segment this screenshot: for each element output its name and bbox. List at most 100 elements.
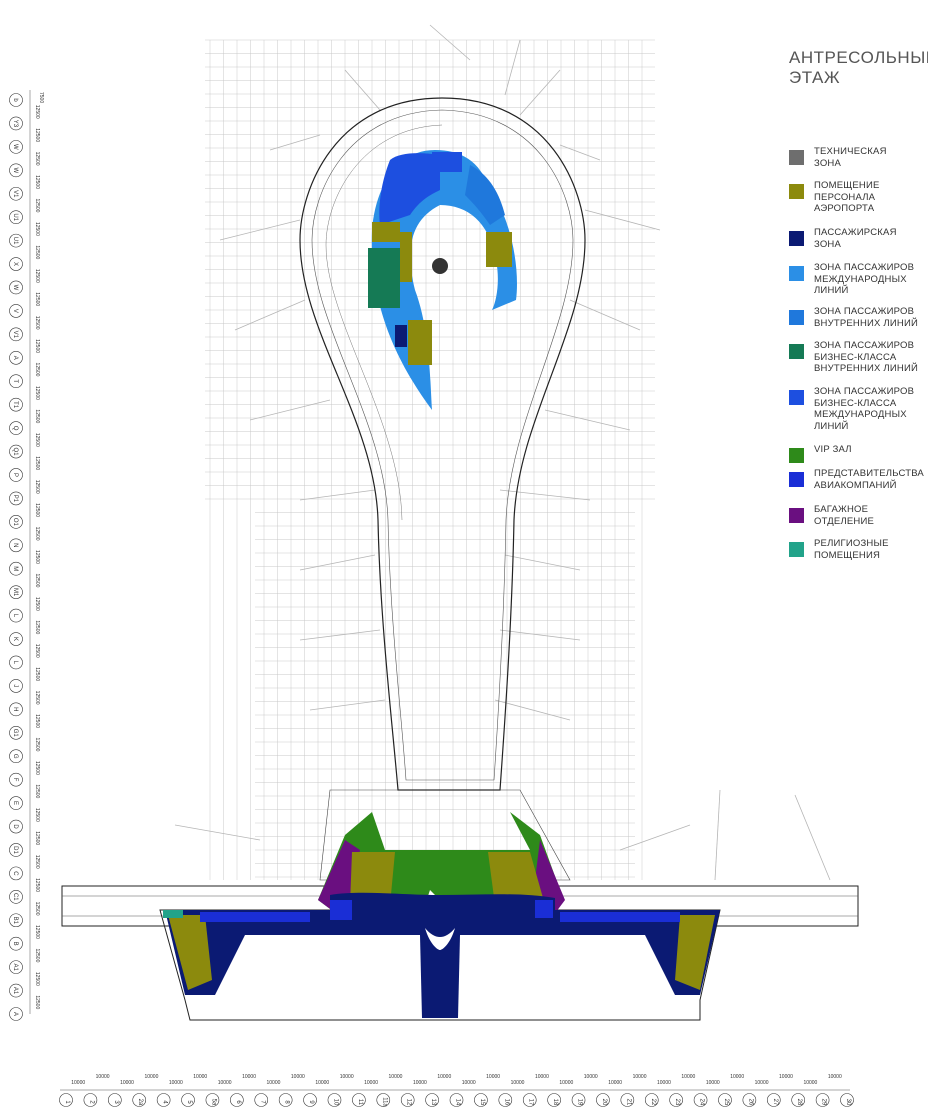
axis-spacing-label: 12500 <box>34 503 40 517</box>
axis-bubble <box>9 655 23 670</box>
axis-bubble <box>425 1093 439 1107</box>
axis-bubble <box>449 1093 464 1107</box>
axis-bubble-label: H <box>12 707 18 711</box>
plan-title: АНТРЕСОЛЬНЫЙ ЭТАЖ <box>789 48 928 88</box>
axis-bubble <box>9 468 23 482</box>
axis-bubble-label: 19 <box>577 1099 583 1106</box>
legend-item: ПАССАЖИРСКАЯ ЗОНА <box>789 227 897 250</box>
axis-bubble <box>9 421 23 435</box>
axis-spacing-label: 12500 <box>34 714 40 728</box>
legend-label: ПРЕДСТАВИТЕЛЬСТВА АВИАКОМПАНИЙ <box>814 468 924 491</box>
axis-bubble <box>9 304 23 318</box>
axis-bubble-label: 11a <box>381 1097 387 1107</box>
axis-bubble-label: M1 <box>12 588 18 597</box>
axis-spacing-label: 12500 <box>34 878 40 892</box>
axis-bubble <box>9 819 23 834</box>
axis-bubble-label: M <box>12 566 18 571</box>
axis-bubble <box>669 1093 683 1107</box>
axis-bubble-label: B <box>12 942 18 946</box>
axis-spacing-label: 12500 <box>34 550 40 564</box>
axis-bubble-label: 3 <box>113 1100 119 1104</box>
axis-bubble <box>9 327 23 342</box>
axis-bubble-label: 15 <box>479 1099 485 1106</box>
axis-bubble <box>9 538 23 553</box>
axis-spacing-label: 12500 <box>34 128 40 142</box>
axis-bubble <box>522 1093 537 1107</box>
axis-bubble-label: Y3 <box>12 120 18 128</box>
legend-swatch <box>789 344 804 359</box>
axis-bubble <box>9 257 23 271</box>
axis-spacing-label: 12500 <box>34 316 40 330</box>
axis-bubble <box>9 702 23 717</box>
axis-bubble <box>9 632 23 646</box>
legend-item: ПРЕДСТАВИТЕЛЬСТВА АВИАКОМПАНИЙ <box>789 468 924 491</box>
legend-label: ЗОНА ПАССАЖИРОВ БИЗНЕС-КЛАССА ВНУТРЕННИХ… <box>814 340 919 374</box>
axis-spacing-label: 10000 <box>657 1080 671 1086</box>
axis-spacing-label: 10000 <box>218 1080 232 1086</box>
axis-bubble <box>596 1093 610 1107</box>
legend-swatch <box>789 448 804 463</box>
axis-bubble-label: 14 <box>455 1099 461 1106</box>
axis-bubble-label: C <box>12 871 18 876</box>
axis-bubble <box>254 1093 269 1107</box>
axis-bubble-label: 16 <box>503 1099 509 1106</box>
axis-bubble <box>9 350 23 365</box>
axis-spacing-label: 10000 <box>413 1080 427 1086</box>
legend-swatch <box>789 472 804 487</box>
legend-label: ЗОНА ПАССАЖИРОВ ВНУТРЕННИХ ЛИНИЙ <box>814 306 919 329</box>
axis-bubble <box>230 1093 244 1107</box>
axis-spacing-label: 10000 <box>779 1074 793 1080</box>
axis-spacing-label: 10000 <box>681 1074 695 1080</box>
axis-bubble <box>327 1093 342 1107</box>
axis-bubble-label: 27 <box>772 1099 778 1106</box>
axis-bubble-label: B1 <box>12 917 18 925</box>
axis-bubble-label: 23 <box>674 1099 680 1106</box>
axis-spacing-label: 12500 <box>34 480 40 494</box>
legend-label: ПАССАЖИРСКАЯ ЗОНА <box>814 227 897 250</box>
legend-label: ТЕХНИЧЕСКАЯ ЗОНА <box>814 146 887 169</box>
axis-bubble <box>840 1093 854 1107</box>
axis-spacing-label: 10000 <box>730 1074 744 1080</box>
axis-bubble-label: F <box>12 778 18 782</box>
axis-bubble-label: C1 <box>12 893 18 901</box>
legend-swatch <box>789 508 804 523</box>
axis-bubble-label: 20 <box>601 1099 607 1106</box>
axis-spacing-label: 12500 <box>34 644 40 658</box>
axis-bubble-label: Q1 <box>12 448 18 457</box>
axis-bubble <box>718 1093 732 1107</box>
axis-bubble-label: D <box>12 824 18 829</box>
axis-bubble <box>376 1093 391 1107</box>
axis-bubble-label: 5 <box>186 1100 192 1104</box>
legend-label: ПОМЕЩЕНИЕ ПЕРСОНАЛА АЭРОПОРТА <box>814 180 880 214</box>
axis-bubble <box>9 1007 23 1021</box>
axis-spacing-label: 12500 <box>34 573 40 587</box>
axis-spacing-label: 12500 <box>34 831 40 845</box>
axis-spacing-label: 12500 <box>34 245 40 259</box>
axis-bubble <box>205 1093 220 1107</box>
axis-spacing-label: 10000 <box>828 1074 842 1080</box>
axis-bubble-label: U1 <box>12 237 18 245</box>
axis-spacing-label: 12500 <box>34 995 40 1009</box>
axis-bubble <box>9 749 23 764</box>
axis-spacing-label: 12500 <box>34 902 40 916</box>
axis-spacing-label: 12500 <box>34 691 40 705</box>
axis-spacing-label: 10000 <box>755 1080 769 1086</box>
axis-spacing-label: 12500 <box>34 292 40 306</box>
axis-bubble-label: 9 <box>308 1100 314 1104</box>
legend-swatch <box>789 542 804 557</box>
axis-spacing-label: 12500 <box>34 269 40 283</box>
axis-spacing-label: 10000 <box>462 1080 476 1086</box>
axis-spacing-label: 12500 <box>34 175 40 189</box>
axis-bubble-label: L <box>12 661 18 665</box>
axis-bubble <box>132 1093 147 1107</box>
legend-label: БАГАЖНОЕ ОТДЕЛЕНИЕ <box>814 504 875 527</box>
axis-bubble-label: V <box>12 309 18 313</box>
axis-bubble-label: D1 <box>12 846 18 854</box>
axis-bubble-label: 2 <box>88 1100 94 1104</box>
axis-bubble-label: K <box>12 637 18 641</box>
title-line-1: АНТРЕСОЛЬНЫЙ <box>789 48 928 67</box>
axis-bubble <box>9 585 23 599</box>
axis-spacing-label: 12500 <box>34 339 40 353</box>
axis-spacing-label: 10000 <box>120 1080 134 1086</box>
legend-item: ЗОНА ПАССАЖИРОВ БИЗНЕС-КЛАССА ВНУТРЕННИХ… <box>789 340 918 375</box>
